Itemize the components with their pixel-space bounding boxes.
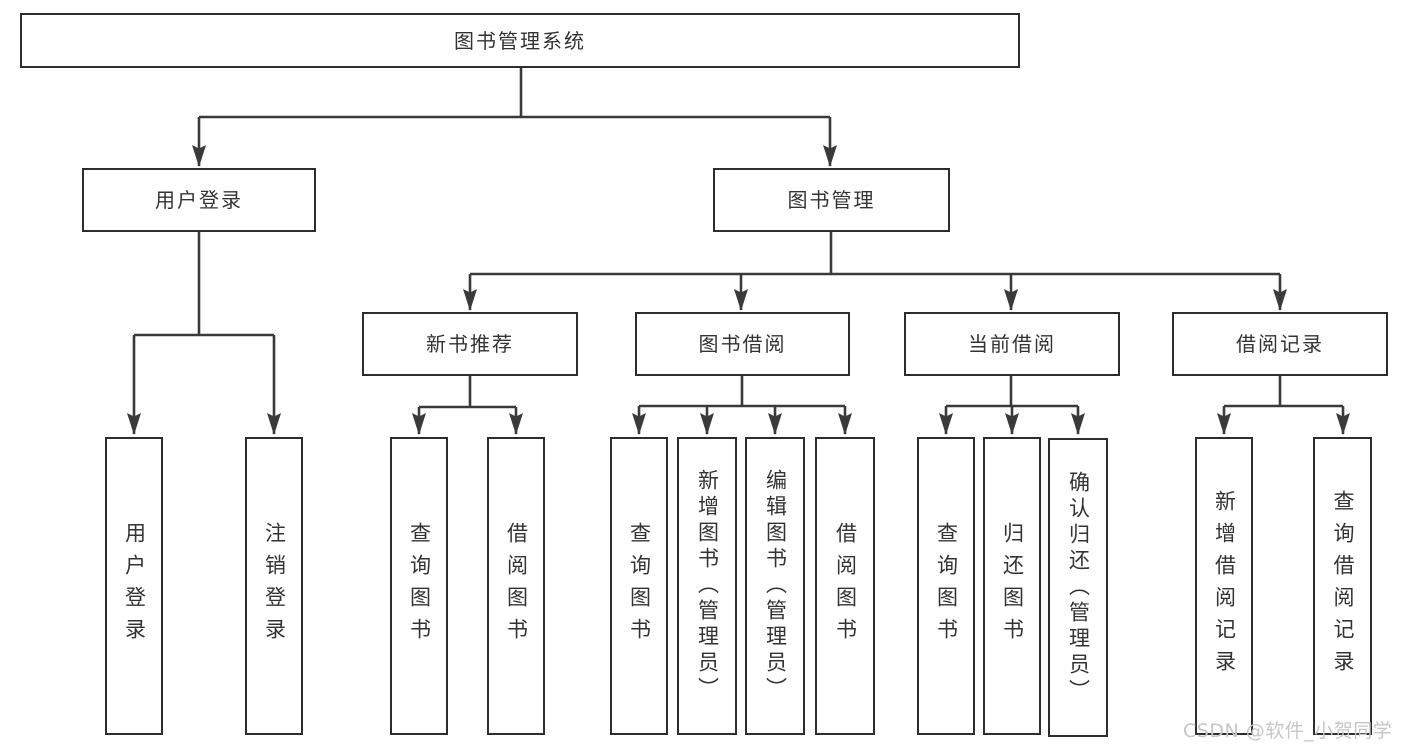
node-library-system: 图书管理系统: [20, 13, 1020, 68]
leaf-records-query-record: 查询借阅记录: [1313, 437, 1372, 735]
leaf-newbooks-borrow-books: 借阅图书: [487, 437, 545, 735]
leaf-borrowing-add-books-admin: 新增图书（管理员）: [677, 437, 737, 735]
node-user-login: 用户登录: [82, 168, 316, 232]
node-borrowing-records: 借阅记录: [1172, 312, 1388, 376]
watermark: CSDN @软件_小贺同学: [1183, 720, 1393, 742]
leaf-records-add-record: 新增借阅记录: [1195, 437, 1253, 735]
leaf-current-confirm-return-admin: 确认归还（管理员）: [1048, 438, 1108, 737]
leaf-logout: 注销登录: [245, 437, 303, 735]
node-new-book-recommendation: 新书推荐: [362, 312, 578, 376]
node-current-borrowing: 当前借阅: [904, 312, 1120, 376]
node-book-management: 图书管理: [713, 168, 950, 232]
leaf-borrowing-query-books: 查询图书: [610, 437, 668, 735]
leaf-newbooks-query-books: 查询图书: [390, 437, 448, 735]
node-book-borrowing: 图书借阅: [635, 312, 850, 376]
leaf-user-login: 用户登录: [105, 437, 163, 735]
leaf-current-return-books: 归还图书: [983, 437, 1041, 735]
leaf-borrowing-borrow-books: 借阅图书: [815, 437, 875, 735]
leaf-current-query-books: 查询图书: [917, 437, 975, 735]
leaf-borrowing-edit-books-admin: 编辑图书（管理员）: [745, 437, 805, 735]
